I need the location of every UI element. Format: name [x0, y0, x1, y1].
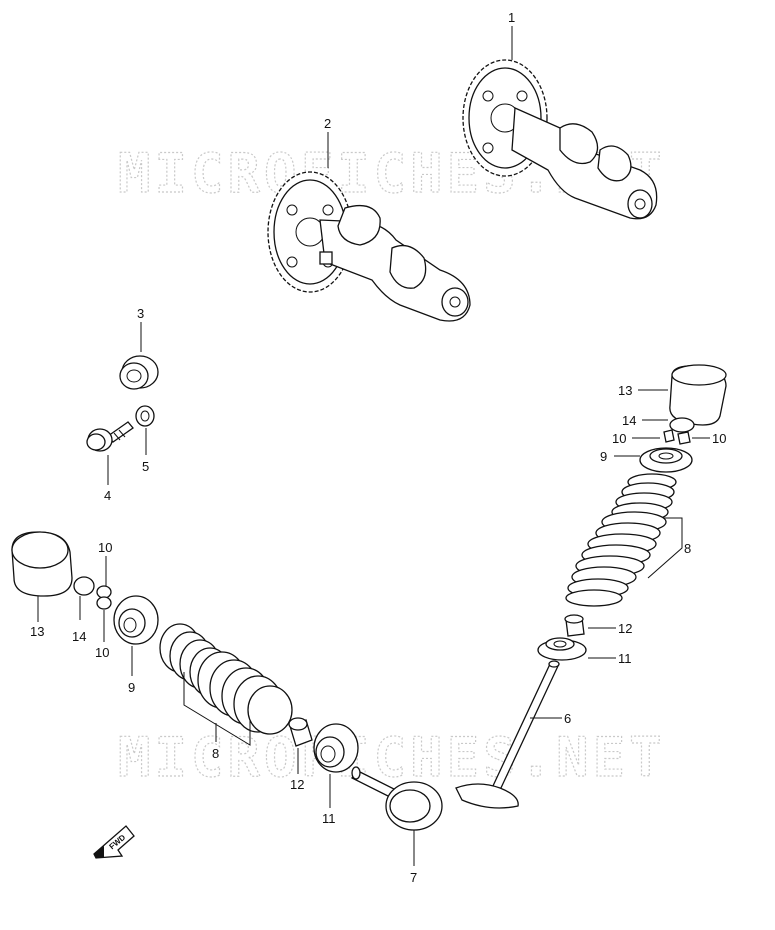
callout-7: 7: [410, 870, 417, 885]
valve-6-icon[interactable]: [455, 660, 560, 809]
bolt-icon[interactable]: [86, 421, 134, 452]
callout-13-right: 13: [618, 383, 632, 398]
callout-9-left: 9: [128, 680, 135, 695]
fwd-direction-icon: FWD: [93, 825, 135, 859]
callout-10-right-right: 10: [712, 431, 726, 446]
callout-8-left: 8: [212, 746, 219, 761]
callout-3: 3: [137, 306, 144, 321]
tappet-left-icon[interactable]: [11, 531, 73, 597]
callout-13-left: 13: [30, 624, 44, 639]
valve-seal-right-icon[interactable]: [564, 614, 585, 637]
spring-seat-right-icon[interactable]: [537, 637, 587, 661]
valve-spring-left-icon[interactable]: [159, 623, 293, 735]
callout-2: 2: [324, 116, 331, 131]
camshaft-1-icon[interactable]: [462, 59, 658, 220]
camshaft-2-icon[interactable]: [267, 171, 471, 322]
shim-left-icon[interactable]: [73, 576, 95, 596]
valve-spring-right-icon[interactable]: [565, 473, 677, 607]
retainer-right-icon[interactable]: [639, 447, 693, 473]
valve-seal-left-icon[interactable]: [288, 717, 313, 747]
spring-seat-left-icon[interactable]: [313, 723, 359, 773]
callout-6: 6: [564, 711, 571, 726]
callout-1: 1: [508, 10, 515, 25]
washer-icon[interactable]: [135, 405, 155, 427]
cotter-left-icon[interactable]: [96, 585, 112, 610]
bearing-icon[interactable]: [119, 355, 159, 390]
callout-11-right: 11: [618, 651, 632, 666]
callout-8-right: 8: [684, 541, 691, 556]
callout-12-left: 12: [290, 777, 304, 792]
cotter-right-icon[interactable]: [663, 429, 691, 445]
callout-10-left-bottom: 10: [95, 645, 109, 660]
callout-12-right: 12: [618, 621, 632, 636]
callout-9-right: 9: [600, 449, 607, 464]
callout-10-left-top: 10: [98, 540, 112, 555]
valve-7-icon[interactable]: [351, 766, 443, 831]
callout-11-left: 11: [322, 811, 336, 826]
shim-right-icon[interactable]: [669, 417, 695, 433]
tappet-right-icon[interactable]: [669, 364, 727, 426]
callout-4: 4: [104, 488, 111, 503]
callout-5: 5: [142, 459, 149, 474]
callout-10-right-left: 10: [612, 431, 626, 446]
callout-14-right: 14: [622, 413, 636, 428]
watermark-bottom: MICROFICHES.NET: [118, 726, 666, 789]
callout-14-left: 14: [72, 629, 86, 644]
retainer-left-icon[interactable]: [113, 595, 159, 645]
